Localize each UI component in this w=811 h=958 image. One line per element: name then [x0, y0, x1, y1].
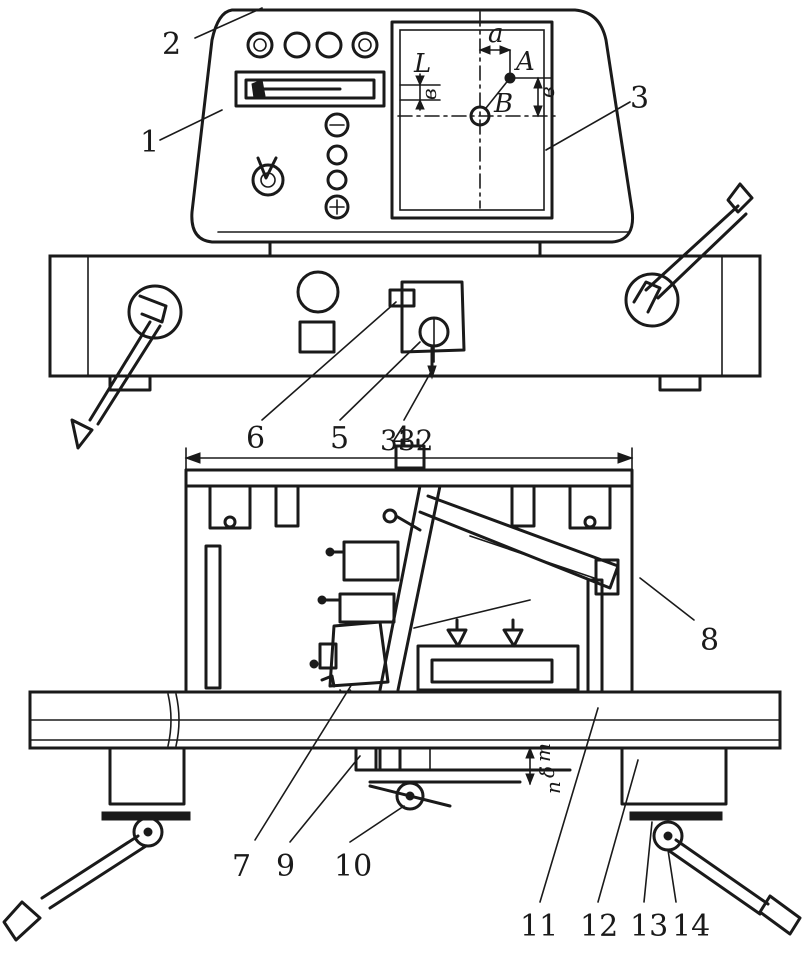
- callout-14: 14: [672, 909, 710, 944]
- callout-3: 3: [630, 81, 649, 116]
- scale-slot: [234, 70, 386, 108]
- dimension-m-label: m: [531, 743, 555, 762]
- callout-11: 11: [520, 909, 558, 944]
- instrument-head: [159, 7, 635, 258]
- dimension-v1-label: в: [417, 88, 441, 100]
- callout-5: 5: [330, 421, 349, 456]
- point-B-label: B: [493, 89, 513, 119]
- screen: [390, 11, 557, 220]
- dimension-width: 332: [380, 424, 433, 457]
- leader-7: [254, 683, 353, 841]
- handle-left-icon: [70, 284, 183, 450]
- toggle-switch-icon: [251, 156, 285, 197]
- callout-8: 8: [700, 623, 719, 658]
- leader-14: [667, 849, 677, 903]
- dimension-a-label: a: [488, 19, 504, 49]
- handle-bottom-right-icon: [652, 820, 802, 936]
- callout-10: 10: [334, 849, 372, 884]
- callout-2: 2: [162, 27, 181, 62]
- dimension-n-label: n: [541, 781, 565, 794]
- point-A-label: A: [514, 47, 535, 77]
- leader-13: [643, 821, 653, 903]
- callout-4: 4: [392, 421, 411, 456]
- callout-13: 13: [630, 909, 668, 944]
- leader-11: [539, 707, 599, 903]
- callout-9: 9: [276, 849, 295, 884]
- leader-12: [597, 759, 639, 903]
- side-section: [28, 438, 782, 821]
- dimension-v2-label: в: [535, 86, 559, 98]
- knob-column: [324, 112, 350, 220]
- leader-10: [349, 805, 405, 843]
- callout-7: 7: [232, 849, 251, 884]
- dimension-L-label: L: [413, 49, 431, 79]
- leader-9: [289, 755, 361, 843]
- callout-12: 12: [580, 909, 618, 944]
- callout-6: 6: [246, 421, 265, 456]
- callout-1: 1: [140, 125, 159, 160]
- leader-8: [639, 577, 695, 621]
- knob-row-top: [246, 31, 379, 59]
- handle-right-icon: [624, 182, 754, 328]
- dimension-L: [399, 73, 441, 111]
- handle-bottom-left-icon: [2, 816, 164, 942]
- dimension-delta-label: δ: [535, 766, 559, 778]
